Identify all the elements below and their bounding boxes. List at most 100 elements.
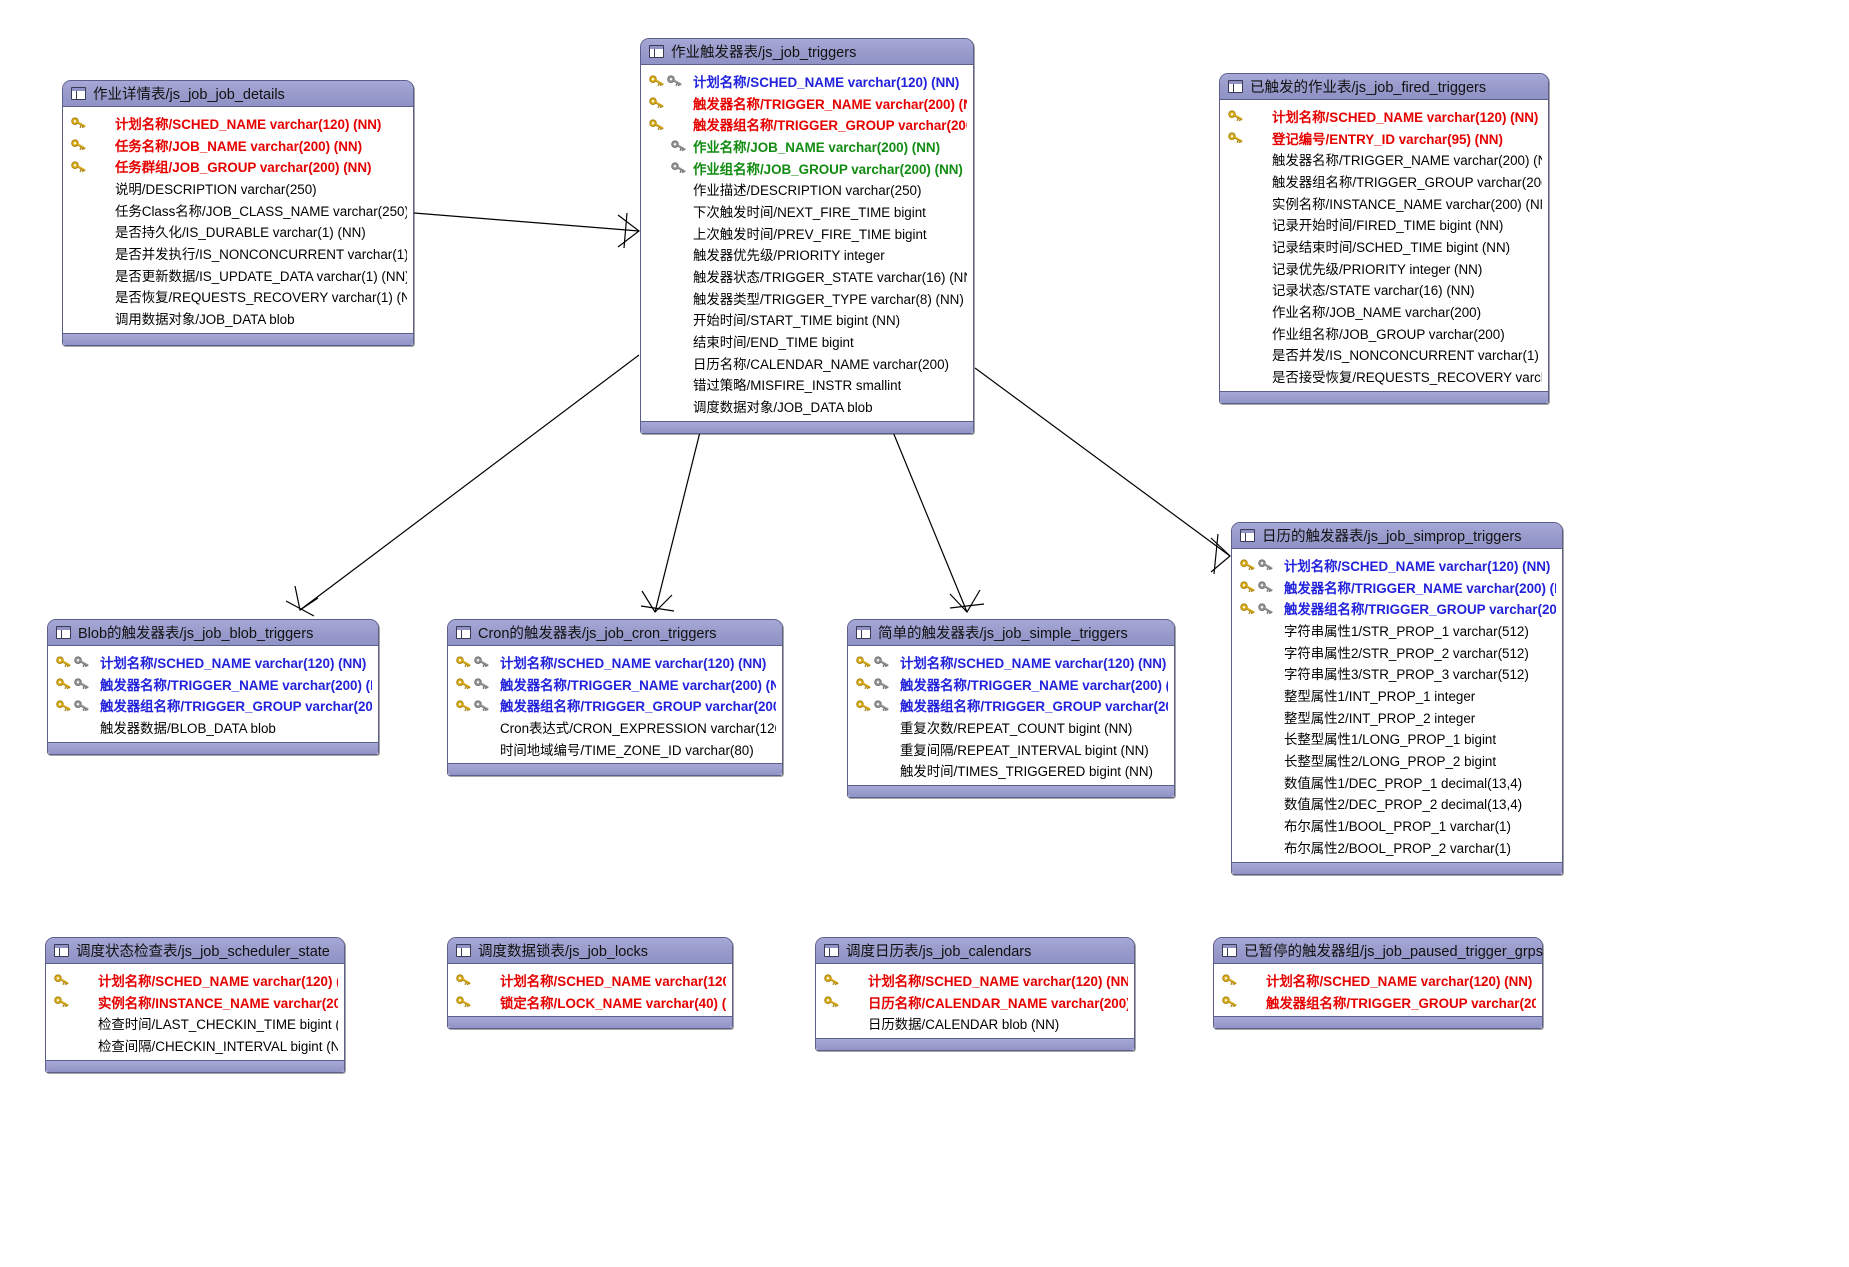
field-row[interactable]: 计划名称/SCHED_NAME varchar(120) (NN) <box>848 651 1174 673</box>
entity-simple_triggers[interactable]: 简单的触发器表/js_job_simple_triggers 计划名称/SCHED… <box>847 619 1175 799</box>
entity-header-simprop_triggers[interactable]: 日历的触发器表/js_job_simprop_triggers <box>1232 523 1562 549</box>
field-row[interactable]: 调度数据对象/JOB_DATA blob <box>641 395 973 417</box>
entity-header-scheduler_state[interactable]: 调度状态检查表/js_job_scheduler_state <box>46 938 344 964</box>
field-row[interactable]: 开始时间/START_TIME bigint (NN) <box>641 309 973 331</box>
field-row[interactable]: 数值属性2/DEC_PROP_2 decimal(13,4) <box>1232 793 1562 815</box>
field-row[interactable]: 计划名称/SCHED_NAME varchar(120) (NN) <box>1214 969 1542 991</box>
field-row[interactable]: 触发器名称/TRIGGER_NAME varchar(200) (NN) <box>48 673 378 695</box>
field-row[interactable]: 字符串属性3/STR_PROP_3 varchar(512) <box>1232 662 1562 684</box>
field-row[interactable]: 布尔属性2/BOOL_PROP_2 varchar(1) <box>1232 836 1562 858</box>
field-row[interactable]: 重复间隔/REPEAT_INTERVAL bigint (NN) <box>848 738 1174 760</box>
field-row[interactable]: 触发器组名称/TRIGGER_GROUP varchar(200) (NN) <box>848 694 1174 716</box>
field-row[interactable]: 触发器类型/TRIGGER_TYPE varchar(8) (NN) <box>641 287 973 309</box>
field-row[interactable]: 触发器优先级/PRIORITY integer <box>641 244 973 266</box>
field-row[interactable]: 触发器数据/BLOB_DATA blob <box>48 716 378 738</box>
entity-blob_triggers[interactable]: Blob的触发器表/js_job_blob_triggers 计划名称/SCHED… <box>47 619 379 755</box>
field-row[interactable]: 计划名称/SCHED_NAME varchar(120) (NN) <box>448 651 782 673</box>
field-row[interactable]: 任务Class名称/JOB_CLASS_NAME varchar(250) (N… <box>63 199 413 221</box>
entity-locks[interactable]: 调度数据锁表/js_job_locks 计划名称/SCHED_NAME varch… <box>447 937 733 1030</box>
field-row[interactable]: 作业名称/JOB_NAME varchar(200) <box>1220 300 1548 322</box>
field-row[interactable]: 布尔属性1/BOOL_PROP_1 varchar(1) <box>1232 814 1562 836</box>
field-row[interactable]: 触发器组名称/TRIGGER_GROUP varchar(200) (NN) <box>448 694 782 716</box>
field-row[interactable]: 计划名称/SCHED_NAME varchar(120) (NN) <box>641 70 973 92</box>
field-row[interactable]: 实例名称/INSTANCE_NAME varchar(200) (NN) <box>1220 192 1548 214</box>
field-row[interactable]: 计划名称/SCHED_NAME varchar(120) (NN) <box>1232 554 1562 576</box>
field-row[interactable]: 触发器名称/TRIGGER_NAME varchar(200) (NN) <box>848 673 1174 695</box>
entity-cron_triggers[interactable]: Cron的触发器表/js_job_cron_triggers 计划名称/SCHED… <box>447 619 783 777</box>
field-row[interactable]: 是否恢复/REQUESTS_RECOVERY varchar(1) (NN) <box>63 286 413 308</box>
field-row[interactable]: 日历名称/CALENDAR_NAME varchar(200) <box>641 352 973 374</box>
field-row[interactable]: 计划名称/SCHED_NAME varchar(120) (NN) <box>63 112 413 134</box>
field-row[interactable]: 作业组名称/JOB_GROUP varchar(200) <box>1220 322 1548 344</box>
field-row[interactable]: 触发器状态/TRIGGER_STATE varchar(16) (NN) <box>641 265 973 287</box>
field-row[interactable]: 日历名称/CALENDAR_NAME varchar(200) (NN) <box>816 991 1134 1013</box>
field-row[interactable]: 记录结束时间/SCHED_TIME bigint (NN) <box>1220 235 1548 257</box>
field-row[interactable]: 是否接受恢复/REQUESTS_RECOVERY varchar(1) <box>1220 365 1548 387</box>
field-row[interactable]: 任务名称/JOB_NAME varchar(200) (NN) <box>63 134 413 156</box>
field-row[interactable]: 触发器名称/TRIGGER_NAME varchar(200) (NN) <box>1220 148 1548 170</box>
entity-calendars[interactable]: 调度日历表/js_job_calendars 计划名称/SCHED_NAME va… <box>815 937 1135 1052</box>
field-row[interactable]: 上次触发时间/PREV_FIRE_TIME bigint <box>641 222 973 244</box>
field-row[interactable]: 是否更新数据/IS_UPDATE_DATA varchar(1) (NN) <box>63 264 413 286</box>
entity-header-fired_triggers[interactable]: 已触发的作业表/js_job_fired_triggers <box>1220 74 1548 100</box>
field-row[interactable]: 调用数据对象/JOB_DATA blob <box>63 307 413 329</box>
field-row[interactable]: 是否并发执行/IS_NONCONCURRENT varchar(1) (NN) <box>63 242 413 264</box>
field-row[interactable]: 错过策略/MISFIRE_INSTR smallint <box>641 374 973 396</box>
field-row[interactable]: 字符串属性1/STR_PROP_1 varchar(512) <box>1232 619 1562 641</box>
field-row[interactable]: 触发器名称/TRIGGER_NAME varchar(200) (NN) <box>448 673 782 695</box>
entity-paused_trigger_grps[interactable]: 已暂停的触发器组/js_job_paused_trigger_grps 计划名称/… <box>1213 937 1543 1030</box>
entity-header-simple_triggers[interactable]: 简单的触发器表/js_job_simple_triggers <box>848 620 1174 646</box>
field-row[interactable]: 计划名称/SCHED_NAME varchar(120) (NN) <box>48 651 378 673</box>
field-row[interactable]: 日历数据/CALENDAR blob (NN) <box>816 1012 1134 1034</box>
field-row[interactable]: 触发时间/TIMES_TRIGGERED bigint (NN) <box>848 759 1174 781</box>
field-row[interactable]: 记录开始时间/FIRED_TIME bigint (NN) <box>1220 213 1548 235</box>
entity-header-cron_triggers[interactable]: Cron的触发器表/js_job_cron_triggers <box>448 620 782 646</box>
entity-simprop_triggers[interactable]: 日历的触发器表/js_job_simprop_triggers 计划名称/SCHE… <box>1231 522 1563 875</box>
entity-scheduler_state[interactable]: 调度状态检查表/js_job_scheduler_state 计划名称/SCHED… <box>45 937 345 1073</box>
field-row[interactable]: 整型属性1/INT_PROP_1 integer <box>1232 684 1562 706</box>
field-row[interactable]: 时间地域编号/TIME_ZONE_ID varchar(80) <box>448 738 782 760</box>
entity-header-locks[interactable]: 调度数据锁表/js_job_locks <box>448 938 732 964</box>
field-row[interactable]: 记录优先级/PRIORITY integer (NN) <box>1220 257 1548 279</box>
field-row[interactable]: 锁定名称/LOCK_NAME varchar(40) (NN) <box>448 991 732 1013</box>
field-row[interactable]: 检查时间/LAST_CHECKIN_TIME bigint (NN) <box>46 1012 344 1034</box>
field-row[interactable]: 实例名称/INSTANCE_NAME varchar(200) (NN) <box>46 991 344 1013</box>
entity-triggers[interactable]: 作业触发器表/js_job_triggers 计划名称/SCHED_NAME va… <box>640 38 974 434</box>
field-row[interactable]: 长整型属性1/LONG_PROP_1 bigint <box>1232 728 1562 750</box>
entity-header-triggers[interactable]: 作业触发器表/js_job_triggers <box>641 39 973 65</box>
field-row[interactable]: 作业组名称/JOB_GROUP varchar(200) (NN) <box>641 157 973 179</box>
field-row[interactable]: 重复次数/REPEAT_COUNT bigint (NN) <box>848 716 1174 738</box>
field-row[interactable]: 结束时间/END_TIME bigint <box>641 330 973 352</box>
field-row[interactable]: 下次触发时间/NEXT_FIRE_TIME bigint <box>641 200 973 222</box>
entity-header-paused_trigger_grps[interactable]: 已暂停的触发器组/js_job_paused_trigger_grps <box>1214 938 1543 964</box>
field-row[interactable]: 触发器组名称/TRIGGER_GROUP varchar(200) (NN) <box>1220 170 1548 192</box>
entity-fired_triggers[interactable]: 已触发的作业表/js_job_fired_triggers 计划名称/SCHED_… <box>1219 73 1549 404</box>
field-row[interactable]: 是否并发/IS_NONCONCURRENT varchar(1) <box>1220 344 1548 366</box>
field-row[interactable]: 检查间隔/CHECKIN_INTERVAL bigint (NN) <box>46 1034 344 1056</box>
entity-header-blob_triggers[interactable]: Blob的触发器表/js_job_blob_triggers <box>48 620 378 646</box>
field-row[interactable]: 记录状态/STATE varchar(16) (NN) <box>1220 279 1548 301</box>
field-row[interactable]: 登记编号/ENTRY_ID varchar(95) (NN) <box>1220 127 1548 149</box>
field-row[interactable]: 计划名称/SCHED_NAME varchar(120) (NN) <box>816 969 1134 991</box>
field-row[interactable]: 触发器名称/TRIGGER_NAME varchar(200) (NN) <box>1232 576 1562 598</box>
field-row[interactable]: 是否持久化/IS_DURABLE varchar(1) (NN) <box>63 220 413 242</box>
field-row[interactable]: Cron表达式/CRON_EXPRESSION varchar(120) (NN… <box>448 716 782 738</box>
field-row[interactable]: 触发器名称/TRIGGER_NAME varchar(200) (NN) <box>641 92 973 114</box>
entity-job_details[interactable]: 作业详情表/js_job_job_details 计划名称/SCHED_NAME … <box>62 80 414 346</box>
field-row[interactable]: 作业名称/JOB_NAME varchar(200) (NN) <box>641 135 973 157</box>
field-row[interactable]: 长整型属性2/LONG_PROP_2 bigint <box>1232 749 1562 771</box>
field-row[interactable]: 触发器组名称/TRIGGER_GROUP varchar(200) (NN) <box>1232 597 1562 619</box>
entity-header-job_details[interactable]: 作业详情表/js_job_job_details <box>63 81 413 107</box>
field-row[interactable]: 说明/DESCRIPTION varchar(250) <box>63 177 413 199</box>
field-row[interactable]: 数值属性1/DEC_PROP_1 decimal(13,4) <box>1232 771 1562 793</box>
field-row[interactable]: 触发器组名称/TRIGGER_GROUP varchar(200) (NN) <box>48 694 378 716</box>
field-row[interactable]: 触发器组名称/TRIGGER_GROUP varchar(200) (NN) <box>1214 991 1542 1013</box>
field-row[interactable]: 计划名称/SCHED_NAME varchar(120) (NN) <box>1220 105 1548 127</box>
field-row[interactable]: 计划名称/SCHED_NAME varchar(120) (NN) <box>448 969 732 991</box>
field-row[interactable]: 整型属性2/INT_PROP_2 integer <box>1232 706 1562 728</box>
entity-header-calendars[interactable]: 调度日历表/js_job_calendars <box>816 938 1134 964</box>
field-row[interactable]: 触发器组名称/TRIGGER_GROUP varchar(200) (NN) <box>641 113 973 135</box>
field-row[interactable]: 任务群组/JOB_GROUP varchar(200) (NN) <box>63 155 413 177</box>
field-row[interactable]: 作业描述/DESCRIPTION varchar(250) <box>641 178 973 200</box>
field-row[interactable]: 计划名称/SCHED_NAME varchar(120) (NN) <box>46 969 344 991</box>
